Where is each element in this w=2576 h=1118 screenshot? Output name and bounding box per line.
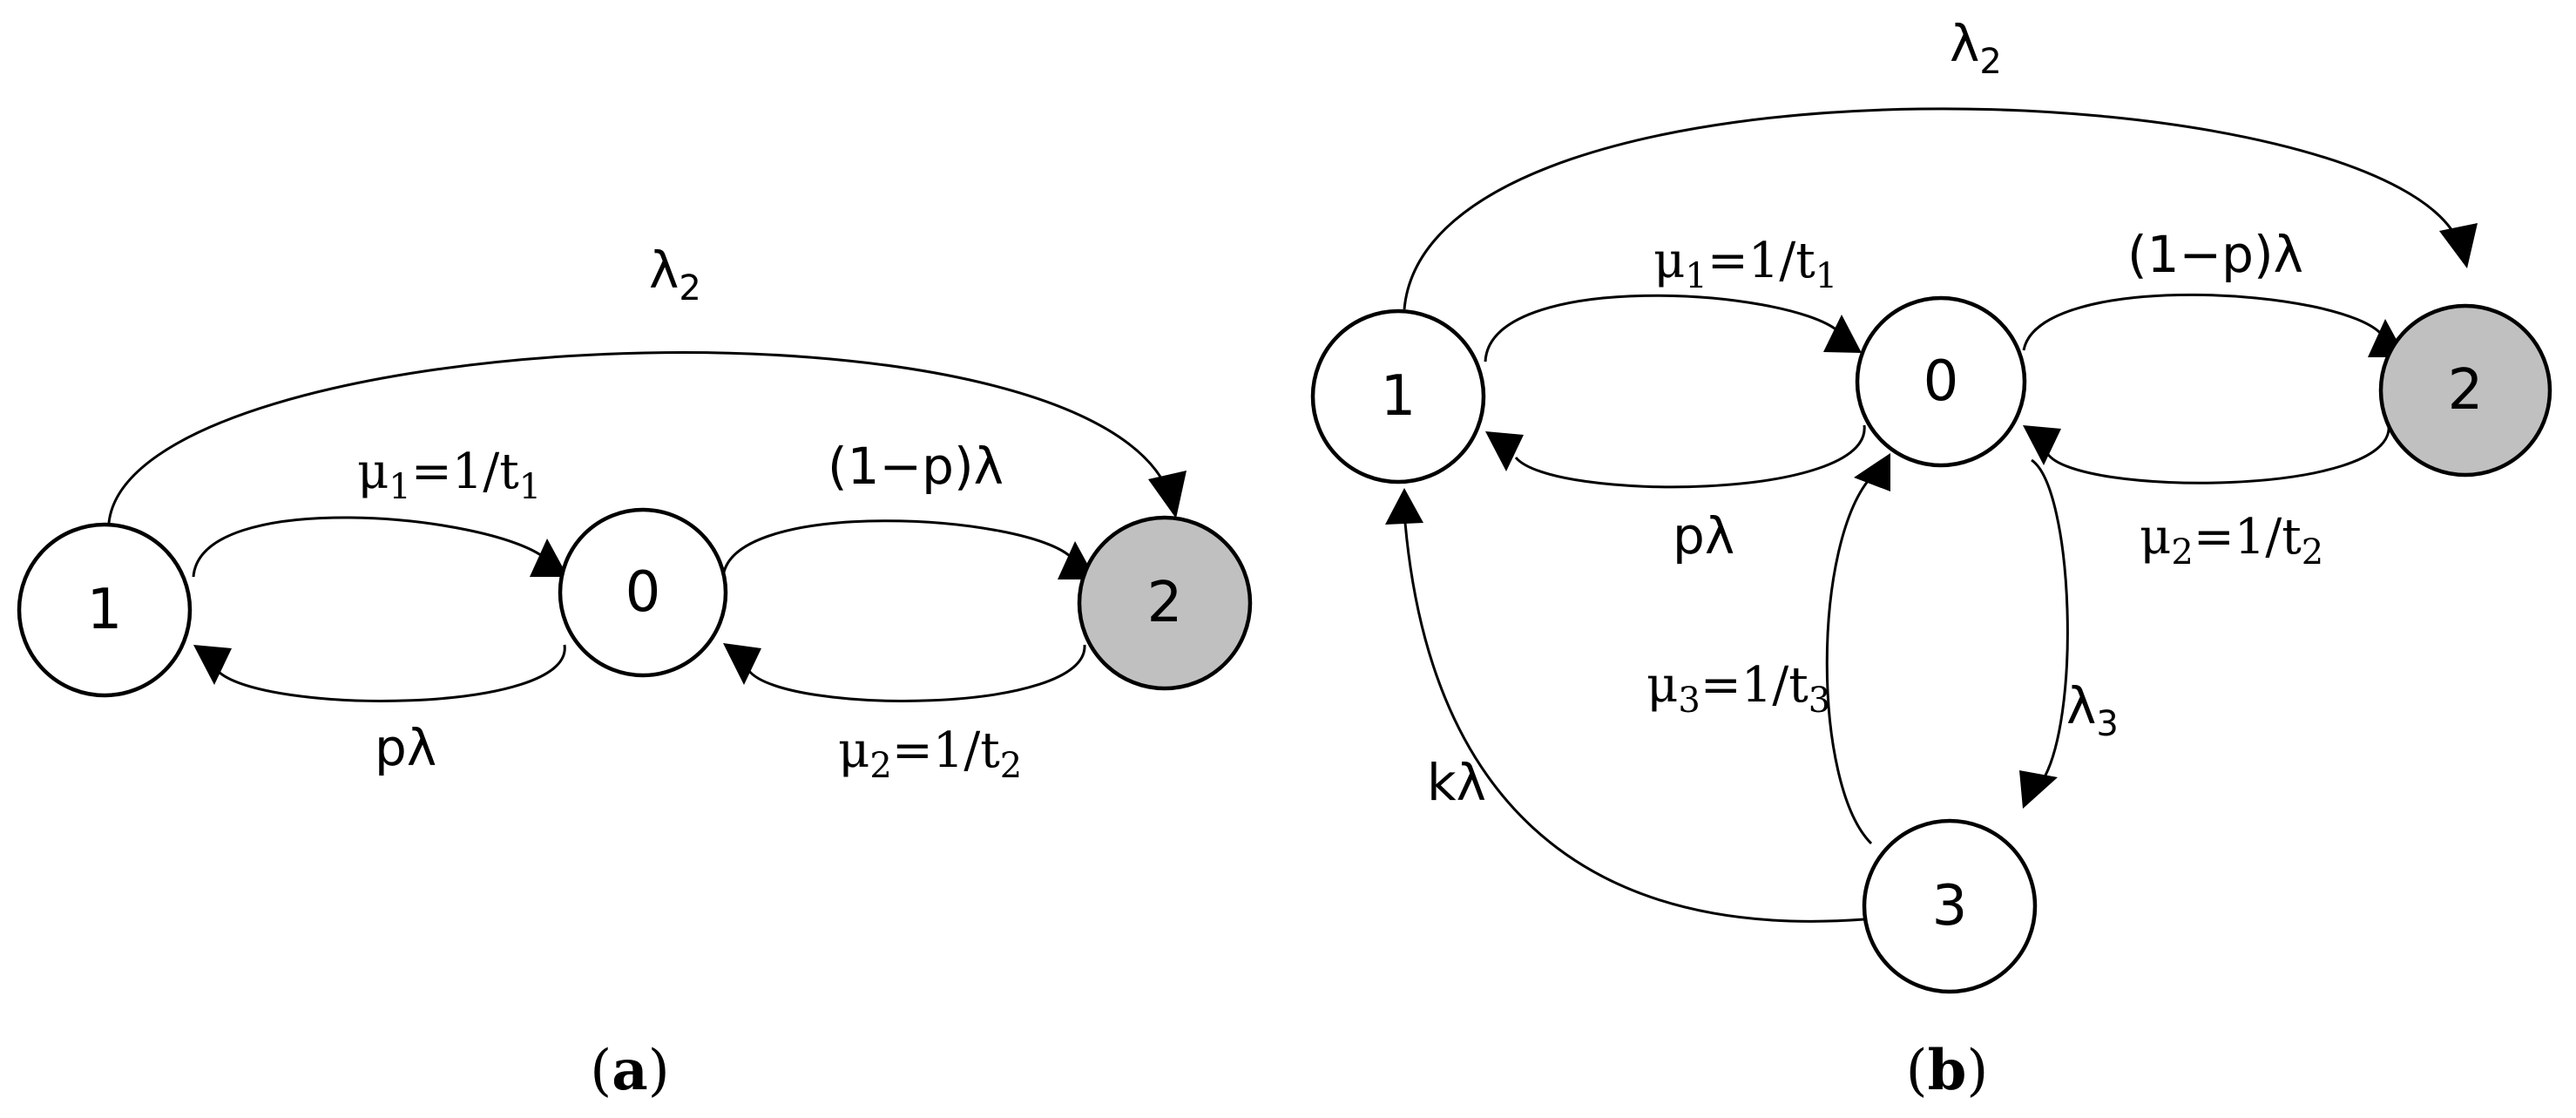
node-b-1-circle	[1310, 308, 1486, 484]
edge-a-1-to-0	[192, 516, 545, 578]
node-b-1: 1	[1310, 308, 1486, 484]
node-b-3-circle	[1862, 818, 2038, 994]
rate-a-1-to-0-sub: 1	[389, 467, 410, 507]
rate-a-1-to-2-main: λ	[649, 241, 679, 300]
rate-b-1-to-0-sub: 1	[1685, 256, 1707, 296]
edge-b-0-to-3	[2031, 458, 2069, 785]
rate-b-3-to-0-rest: =1/t	[1700, 657, 1809, 714]
node-b-3-label: 3	[1932, 874, 1968, 938]
node-b-0: 0	[1855, 295, 2027, 468]
arrowhead-b-1-to-0	[1823, 315, 1862, 353]
caption-a-close: )	[648, 1039, 670, 1103]
rate-b-3-to-0-sub2: 3	[1809, 681, 1830, 721]
edge-b-3-to-0	[1825, 473, 1875, 845]
rate-a-2-to-0-sub: 2	[869, 746, 891, 786]
rate-b-3-to-1: kλ	[1427, 753, 1486, 812]
caption-b-open: (	[1906, 1039, 1928, 1103]
rate-b-1-to-0-main: μ	[1653, 233, 1685, 289]
node-b-0-label: 0	[1924, 349, 1959, 414]
edge-b-1-to-0	[1484, 294, 1839, 363]
rate-a-0-to-2: (1−p)λ	[828, 437, 1004, 496]
arrowhead-a-0-to-1	[193, 645, 232, 685]
rate-b-2-to-0-sub2: 2	[2302, 532, 2323, 573]
rate-b-2-to-0-sub: 2	[2171, 532, 2193, 573]
rate-a-2-to-0-sub2: 2	[1000, 746, 1022, 786]
rate-a-1-to-0-main: μ	[357, 444, 389, 500]
node-b-0-circle	[1855, 295, 2027, 468]
node-a-1: 1	[17, 522, 193, 698]
edge-b-3-to-1	[1403, 522, 1865, 923]
node-b-2: 2	[2378, 303, 2552, 478]
edge-b-0-to-2	[2022, 293, 2384, 351]
arrowhead-a-1-to-2	[1148, 471, 1187, 518]
caption-b-letter: b	[1928, 1038, 1967, 1103]
rate-b-0-to-1: pλ	[1673, 506, 1734, 566]
arrowhead-b-0-to-3	[2019, 770, 2058, 809]
rate-a-0-to-1: pλ	[375, 718, 436, 777]
rate-a-2-to-0: μ2=1/t2	[838, 722, 1022, 786]
edge-b-0-to-1	[1514, 424, 1866, 489]
rate-b-2-to-0-main: μ	[2140, 509, 2171, 566]
caption-b: (b)	[1906, 1038, 1989, 1103]
rate-a-1-to-2-sub: 2	[679, 268, 700, 308]
rate-b-0-to-2: (1−p)λ	[2127, 225, 2303, 284]
node-b-2-label: 2	[2448, 358, 2484, 423]
arrowhead-b-0-to-1	[1485, 431, 1524, 471]
node-a-0-label: 0	[625, 560, 661, 625]
caption-b-close: )	[1966, 1039, 1988, 1103]
rate-b-1-to-2-sub: 2	[1979, 42, 2001, 82]
rate-b-1-to-0-rest: =1/t	[1707, 233, 1815, 289]
rate-b-2-to-0: μ2=1/t2	[2140, 509, 2323, 573]
caption-a-letter: a	[612, 1038, 647, 1103]
panel-b: 1 0 2 3 λ2 μ1=1/t1 pλ (1−p)λ μ2=1/t2 λ3 …	[1310, 14, 2552, 1103]
rate-b-3-to-0: μ3=1/t3	[1646, 657, 1830, 721]
rate-b-1-to-0: μ1=1/t1	[1653, 233, 1837, 296]
rate-b-1-to-0-sub2: 1	[1815, 256, 1837, 296]
caption-a: (a)	[590, 1038, 669, 1103]
rate-b-1-to-2-main: λ	[1950, 14, 1979, 73]
node-a-0: 0	[558, 507, 728, 678]
node-a-2-circle	[1077, 515, 1253, 691]
edge-a-1-to-2	[107, 351, 1173, 524]
panel-a: 1 0 2 λ2 μ1=1/t1 pλ (1−p)λ μ2=1/t2 (a)	[17, 241, 1253, 1103]
node-a-0-circle	[558, 507, 728, 678]
rate-b-3-to-0-sub: 3	[1678, 681, 1700, 721]
node-a-1-label: 1	[87, 578, 123, 642]
rate-b-3-to-0-main: μ	[1646, 657, 1678, 714]
node-b-2-circle	[2378, 303, 2552, 478]
node-a-1-circle	[17, 522, 193, 698]
rate-a-2-to-0-main: μ	[838, 722, 869, 779]
rate-a-2-to-0-rest: =1/t	[892, 722, 1000, 779]
rate-b-1-to-2: λ2	[1950, 14, 2002, 82]
edge-b-2-to-0	[2045, 424, 2390, 484]
node-b-1-label: 1	[1381, 364, 1416, 429]
rate-a-1-to-0: μ1=1/t1	[357, 444, 541, 507]
edge-a-0-to-2	[721, 519, 1073, 578]
arrowhead-a-1-to-0	[530, 539, 568, 577]
rate-b-2-to-0-rest: =1/t	[2194, 509, 2302, 566]
caption-a-open: (	[590, 1039, 612, 1103]
arrowhead-b-2-to-0	[2023, 425, 2061, 465]
rate-a-1-to-0-sub2: 1	[519, 467, 541, 507]
arrowhead-b-3-to-0	[1854, 453, 1890, 491]
rate-b-0-to-3-main: λ	[2066, 676, 2096, 735]
rate-b-0-to-3-sub: 3	[2096, 704, 2118, 744]
edge-a-2-to-0	[747, 644, 1086, 702]
arrowhead-a-2-to-0	[723, 643, 761, 685]
node-a-2-label: 2	[1147, 571, 1183, 635]
arrowhead-b-1-to-2	[2439, 223, 2478, 268]
arrowhead-b-3-to-1	[1385, 488, 1423, 525]
node-a-2: 2	[1077, 515, 1253, 691]
rate-a-1-to-0-rest: =1/t	[411, 444, 519, 500]
edge-a-0-to-1	[216, 644, 566, 702]
rate-b-0-to-3: λ3	[2066, 676, 2119, 744]
edge-b-1-to-2	[1403, 107, 2463, 310]
node-b-3: 3	[1862, 818, 2038, 994]
rate-a-1-to-2: λ2	[649, 241, 701, 308]
